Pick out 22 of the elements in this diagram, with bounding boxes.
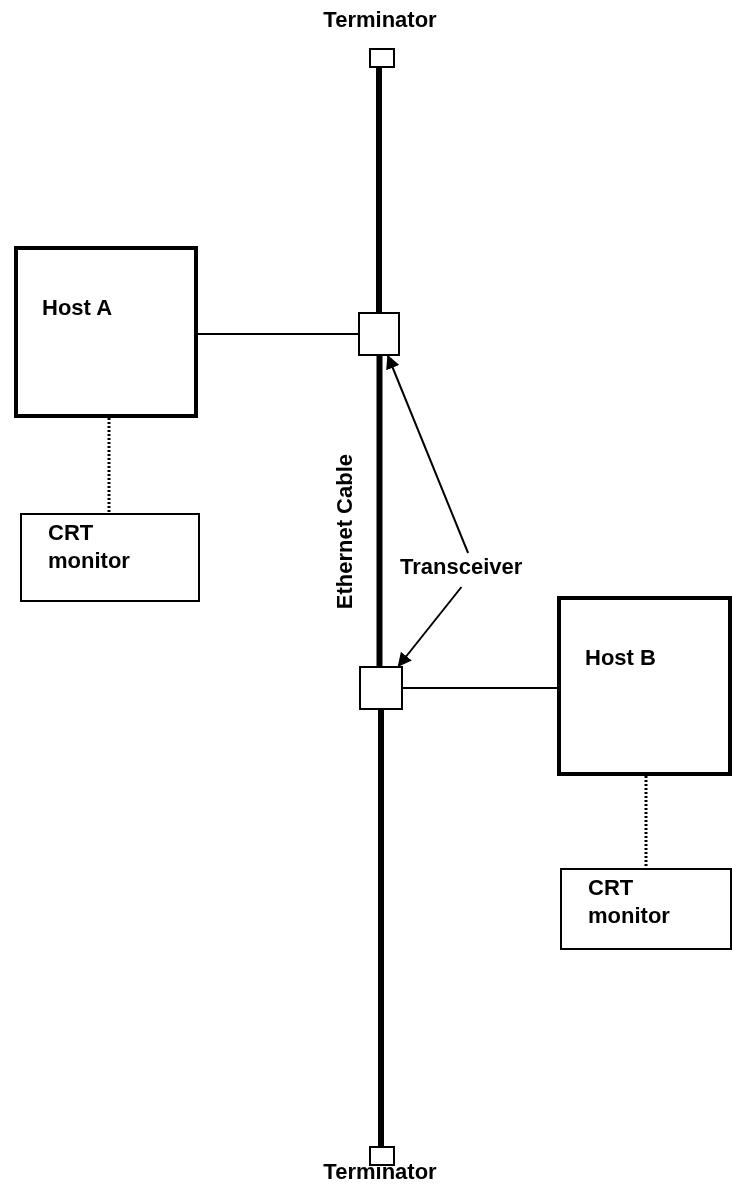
host-box bbox=[557, 596, 732, 776]
component-label: Transceiver bbox=[400, 553, 550, 587]
leader-arrow bbox=[397, 586, 463, 668]
monitor-box bbox=[560, 868, 732, 950]
host-box bbox=[14, 246, 198, 418]
box-label: CRT monitor bbox=[47, 519, 131, 575]
box-label: Host A bbox=[41, 294, 114, 322]
transceiver-box bbox=[359, 666, 403, 710]
terminator-label: Terminator bbox=[322, 6, 438, 34]
transceiver-box bbox=[358, 312, 400, 356]
monitor-box bbox=[20, 513, 200, 602]
leader-arrow bbox=[386, 354, 470, 554]
cable-line bbox=[376, 68, 382, 312]
connector-line bbox=[107, 418, 111, 513]
connector-line bbox=[197, 333, 359, 335]
cable-line bbox=[378, 710, 384, 1146]
cable-line bbox=[376, 356, 383, 666]
terminator-label: Terminator bbox=[322, 1158, 438, 1186]
connector-line bbox=[402, 687, 558, 689]
box-label: Host B bbox=[584, 644, 657, 672]
connector-line bbox=[644, 776, 648, 868]
box-label: CRT monitor bbox=[587, 874, 671, 930]
